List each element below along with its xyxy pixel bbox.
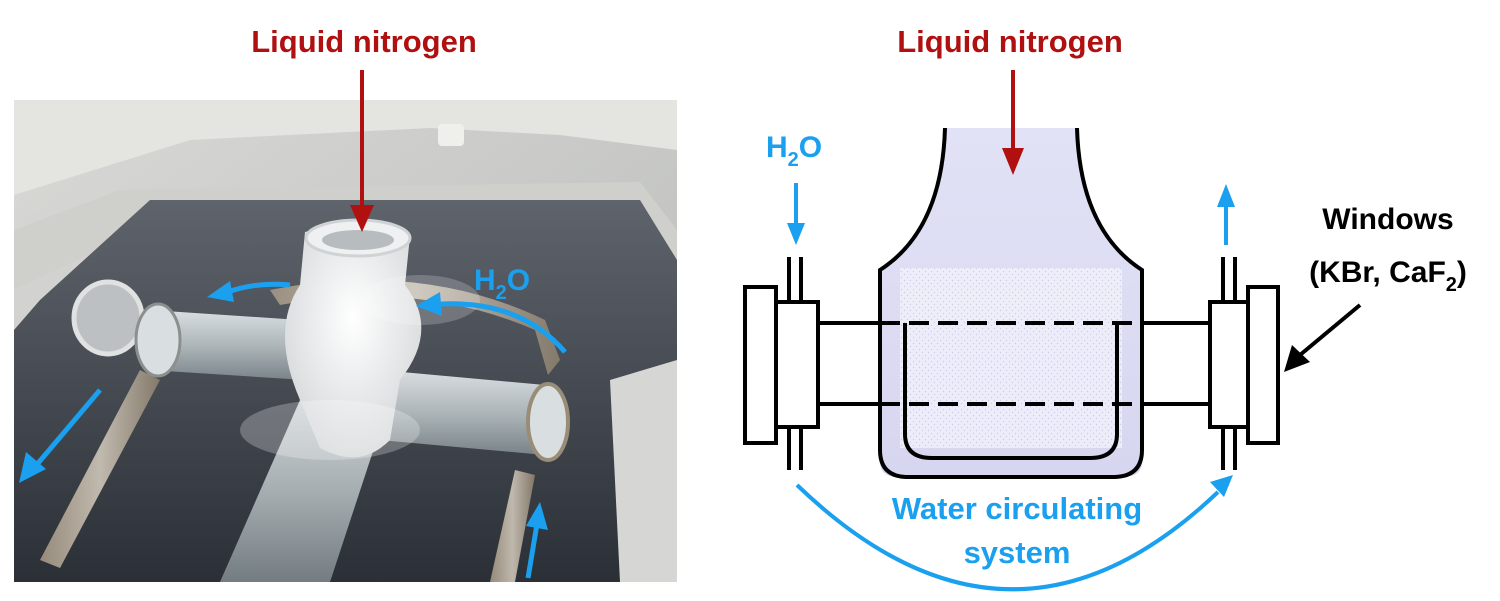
schematic-water-in-arrowhead bbox=[787, 223, 805, 245]
left-window-inner bbox=[774, 300, 820, 429]
photo-nitrogen-label: Liquid nitrogen bbox=[251, 24, 477, 59]
photo-nitrogen-arrowhead bbox=[350, 205, 374, 232]
photo-water-supply-arrow bbox=[525, 523, 540, 579]
windows-pointer-arrow bbox=[1298, 303, 1362, 357]
inner-cup bbox=[903, 404, 1119, 460]
water-circulating-label-line1: Water circulating bbox=[892, 491, 1142, 526]
right-water-port-bottom bbox=[1221, 427, 1237, 470]
schematic-nitrogen-label: Liquid nitrogen bbox=[897, 24, 1123, 59]
left-window-outer bbox=[743, 285, 778, 445]
photo-panel bbox=[14, 100, 677, 582]
left-water-port-top bbox=[787, 257, 803, 302]
photo-water-drain-arrow bbox=[32, 388, 102, 470]
windows-label-line2: (KBr, CaF2) bbox=[1309, 256, 1467, 296]
photo-water-inflow-arrowhead bbox=[416, 292, 442, 316]
schematic-nitrogen-arrowhead bbox=[1002, 148, 1024, 175]
photo-water-outflow-arrow bbox=[227, 281, 291, 295]
dewar-outline bbox=[878, 127, 1144, 479]
windows-label-line1: Windows bbox=[1322, 203, 1453, 236]
right-window-inner bbox=[1208, 300, 1250, 429]
photo-water-label: H2O bbox=[474, 264, 530, 304]
schematic-water-label: H2O bbox=[766, 131, 822, 171]
schematic-panel bbox=[743, 127, 1280, 479]
water-circulation-arrowhead bbox=[1210, 475, 1233, 497]
photo-water-supply-arrowhead bbox=[526, 502, 548, 530]
water-circulating-label-line2: system bbox=[964, 535, 1071, 570]
water-circulation-arrow bbox=[795, 483, 1220, 592]
left-water-port-bottom bbox=[787, 427, 803, 470]
sample-zone-shading bbox=[900, 268, 1122, 448]
right-window-outer bbox=[1246, 285, 1280, 445]
right-water-port-top bbox=[1221, 257, 1237, 302]
photo-water-outflow-arrowhead bbox=[207, 281, 234, 302]
windows-pointer-arrowhead bbox=[1284, 345, 1310, 372]
photo-water-inflow-arrow bbox=[439, 301, 567, 354]
photo-water-drain-arrowhead bbox=[19, 452, 46, 483]
schematic-water-out-arrowhead bbox=[1217, 184, 1235, 207]
